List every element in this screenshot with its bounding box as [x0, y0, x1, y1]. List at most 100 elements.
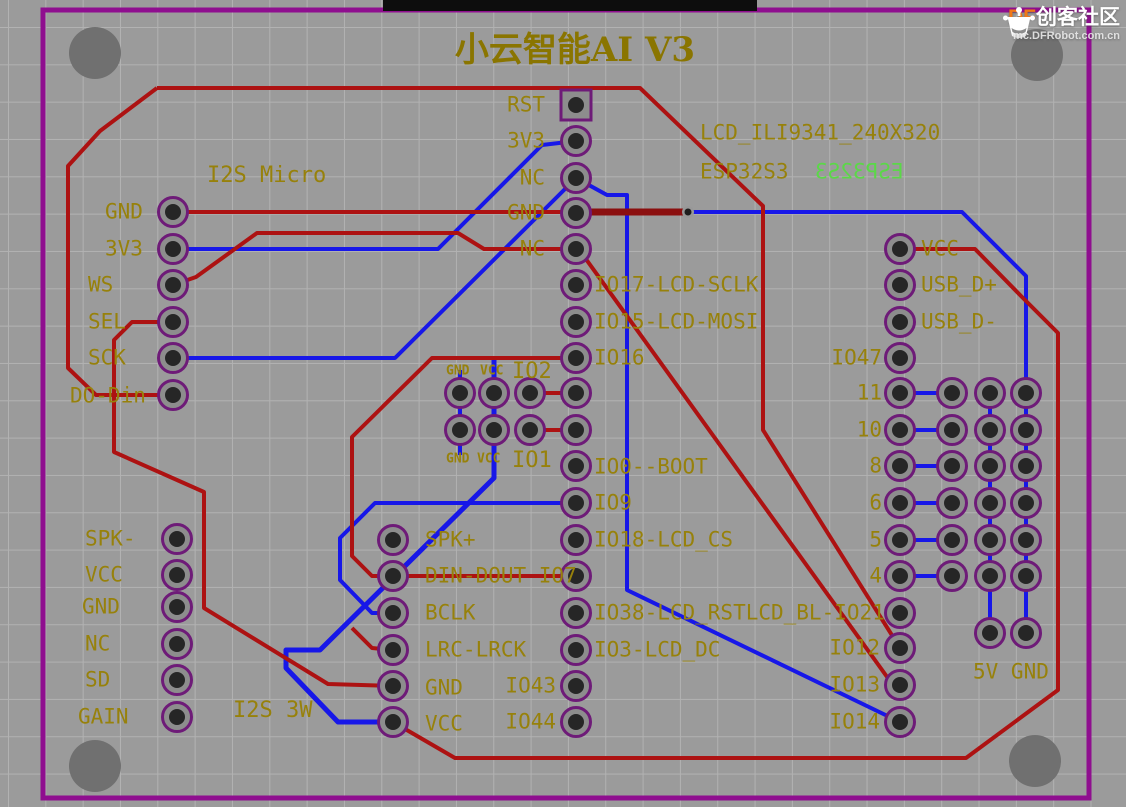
pad-hole — [1018, 568, 1034, 584]
pad-hole — [1018, 532, 1034, 548]
silk-label: LCD_ILI9341_240X320 — [700, 120, 941, 145]
pad-hole — [892, 458, 908, 474]
silk-label: 3V3 — [105, 236, 143, 261]
silk-label: I2S Micro — [207, 163, 327, 188]
silk-label: LRC-LRCK — [425, 637, 527, 662]
pad-hole — [944, 422, 960, 438]
pad-hole — [982, 458, 998, 474]
pad-hole — [165, 241, 181, 257]
silk-label: SEL — [88, 309, 126, 334]
pad-hole — [982, 422, 998, 438]
pad-hole — [169, 672, 185, 688]
pad-hole — [568, 241, 584, 257]
pad-hole — [522, 385, 538, 401]
silk-label: VCC — [425, 711, 463, 736]
silk-label: USB_D+ — [921, 272, 997, 297]
pad-hole — [1018, 385, 1034, 401]
silk-label: IO44 — [505, 709, 556, 734]
blue-trace — [283, 360, 497, 725]
dfrobot-watermark: DF创客社区 mc.DFRobot.com.cn — [1002, 6, 1120, 43]
silk-label: GND — [425, 675, 463, 700]
pad-hole — [892, 385, 908, 401]
red-trace — [350, 356, 576, 578]
silk-label: DO-Din — [70, 383, 146, 408]
mounting-hole — [69, 740, 121, 792]
silk-label: 5V GND — [973, 659, 1049, 684]
silk-label: VCC — [480, 363, 504, 379]
pad-hole — [982, 385, 998, 401]
silk-label: IO17-LCD-SCLK — [594, 272, 759, 297]
pad-hole — [165, 387, 181, 403]
silk-label: GND — [105, 199, 143, 224]
pad-hole — [892, 314, 908, 330]
mounting-hole — [1009, 735, 1061, 787]
silk-label: IO14 — [829, 709, 880, 734]
pad-hole — [1018, 495, 1034, 511]
pad-hole — [892, 241, 908, 257]
red-trace — [157, 86, 902, 650]
board-title: 小云智能AI V3 — [454, 30, 696, 70]
pad-hole — [169, 599, 185, 615]
red-trace — [391, 247, 1060, 760]
pad-hole — [892, 532, 908, 548]
pad-hole — [568, 385, 584, 401]
pad-hole — [892, 277, 908, 293]
pad-hole — [169, 636, 185, 652]
silk-label: BCLK — [425, 600, 476, 625]
pad-hole — [568, 133, 584, 149]
silk-label-mirrored: ESP32S3 — [815, 159, 904, 184]
silk-label: GND — [446, 451, 470, 467]
silk-label: IO0--BOOT — [594, 454, 708, 479]
red-trace — [172, 231, 576, 287]
pad-hole — [892, 350, 908, 366]
silk-label: 6 — [869, 490, 882, 515]
pad-hole — [568, 205, 584, 221]
silk-label: 4 — [869, 563, 882, 588]
pad-hole — [169, 709, 185, 725]
silk-label: IO16 — [594, 345, 645, 370]
silk-label: VCC — [85, 562, 123, 587]
silk-label: IO3-LCD_DC — [594, 637, 721, 662]
via-hole — [684, 208, 692, 216]
silk-label: IO1 — [512, 448, 552, 473]
silk-label: IO15-LCD-MOSI — [594, 309, 759, 334]
pad-hole — [1018, 422, 1034, 438]
blue-trace — [338, 501, 576, 615]
red-trace — [112, 320, 394, 688]
pad-hole — [568, 97, 584, 113]
silk-label: WS — [88, 272, 114, 297]
silk-label: 10 — [856, 417, 882, 442]
pad-hole — [982, 568, 998, 584]
silk-label: NC — [85, 631, 111, 656]
silk-label: ESP32S3 — [700, 159, 789, 184]
pad-hole — [944, 568, 960, 584]
pad-hole — [568, 495, 584, 511]
pad-hole — [385, 532, 401, 548]
silk-label: SD — [85, 667, 111, 692]
blue-trace — [173, 139, 577, 251]
silk-label: GND — [82, 594, 120, 619]
silk-label: 11 — [856, 380, 882, 405]
pad-hole — [892, 677, 908, 693]
pad-hole — [452, 422, 468, 438]
silk-label: IO9 — [594, 490, 632, 515]
silk-label: 5 — [869, 527, 882, 552]
pad-hole — [892, 714, 908, 730]
pad-hole — [568, 314, 584, 330]
pad-hole — [944, 532, 960, 548]
pad-hole — [568, 568, 584, 584]
pad-hole — [385, 605, 401, 621]
pad-hole — [568, 642, 584, 658]
pad-hole — [1018, 625, 1034, 641]
screenshot-top-strip — [383, 0, 757, 11]
pad-hole — [568, 605, 584, 621]
silk-label: I2S 3W — [233, 698, 313, 723]
pad-hole — [522, 422, 538, 438]
silk-label: USB_D- — [921, 309, 997, 334]
red-trace — [66, 86, 173, 397]
pad-hole — [165, 314, 181, 330]
pad-hole — [165, 277, 181, 293]
pad-hole — [385, 714, 401, 730]
silk-label: VCC — [477, 451, 501, 467]
silk-label: IO38-LCD_RSTLCD_BL-IO21 — [594, 600, 885, 625]
